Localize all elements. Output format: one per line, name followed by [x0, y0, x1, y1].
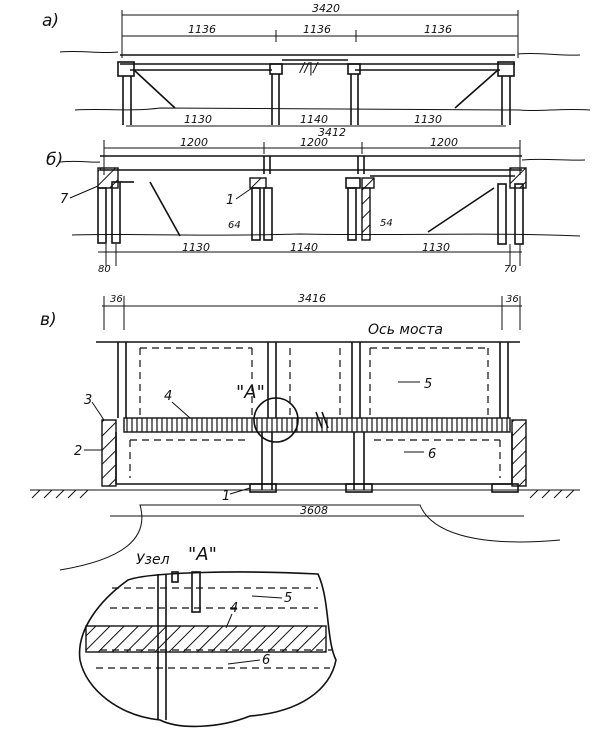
node-a-label: "А" [236, 382, 265, 403]
dim-a-total: 3420 [312, 2, 340, 15]
dim-a-span-3: 1136 [424, 23, 452, 36]
dim-c-right-36: 36 [506, 294, 519, 305]
callout-c-1: 1 [222, 489, 230, 504]
dim-c-span: 3416 [298, 292, 326, 305]
callout-c-6: 6 [428, 447, 436, 462]
panel-a: а) 3420 1136 1136 1136 //|/ [42, 2, 591, 127]
dim-b-span-3: 1200 [430, 136, 458, 149]
callout-b-1: 1 [226, 193, 234, 208]
dim-a-span-2: 1136 [303, 23, 331, 36]
dim-b-bottom-1: 1130 [182, 241, 210, 254]
panel-c-label: в) [40, 310, 57, 330]
axis-label: Ось моста [368, 322, 443, 338]
panel-b: б) 3412 1200 1200 1200 [46, 126, 586, 275]
dim-a-bottom-1: 1130 [184, 113, 212, 126]
dim-b-span-1: 1200 [180, 136, 208, 149]
dim-c-bottom: 3608 [300, 504, 328, 517]
callout-c-2: 2 [74, 444, 82, 459]
break-mark-a: //|/ [299, 61, 319, 76]
dim-a-bottom-2: 1140 [300, 113, 328, 126]
callout-c-3: 3 [84, 393, 92, 408]
panel-b-label: б) [46, 150, 63, 170]
dim-b-total: 3412 [318, 126, 346, 139]
dim-b-joint-54: 54 [380, 218, 393, 229]
callout-b-7: 7 [60, 192, 69, 207]
dim-c-left-36: 36 [110, 294, 123, 305]
detail-callout-6: 6 [262, 653, 270, 668]
detail-title-letter: "А" [188, 544, 217, 565]
callout-c-4: 4 [164, 389, 172, 404]
detail-callout-5: 5 [284, 591, 292, 606]
dim-b-bottom-3: 1130 [422, 241, 450, 254]
detail-title-prefix: Узел [136, 552, 170, 568]
dim-b-joint-64: 64 [228, 220, 241, 231]
panel-a-label: а) [42, 11, 59, 31]
callout-c-5: 5 [424, 377, 432, 392]
dim-a-bottom-3: 1130 [414, 113, 442, 126]
ground-hatch [31, 489, 575, 499]
dim-b-bottom-2: 1140 [290, 241, 318, 254]
dim-a-span-1: 1136 [188, 23, 216, 36]
panel-c: в) 36 3416 36 Ось моста [30, 292, 580, 571]
dim-b-span-2: 1200 [300, 136, 328, 149]
dim-b-edge-80: 80 [98, 264, 111, 275]
dim-b-edge-70: 70 [504, 264, 517, 275]
detail-callout-4: 4 [230, 601, 238, 616]
detail-node-a: Узел "А" 4 5 6 [78, 544, 337, 728]
